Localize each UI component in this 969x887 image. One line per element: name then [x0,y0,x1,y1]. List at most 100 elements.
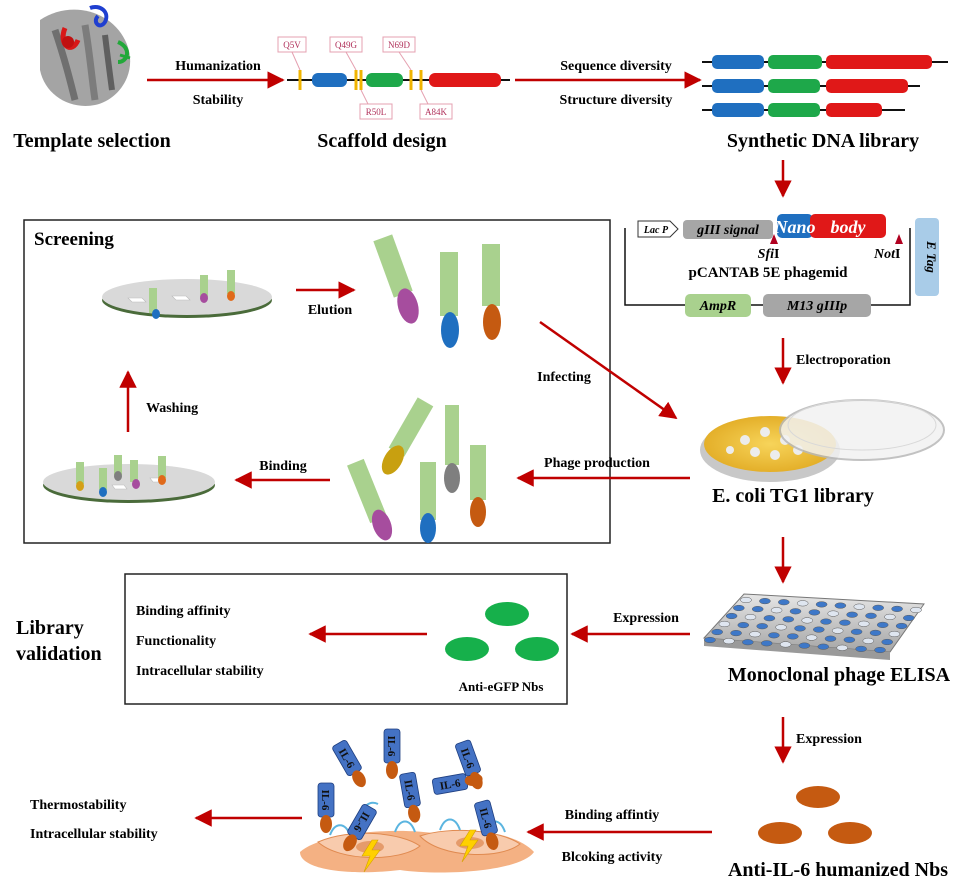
elisa-well [798,642,811,649]
humanization-label: Humanization [175,59,261,74]
elisa-well [779,641,792,648]
elisa-well [805,634,818,641]
elisa-well [813,626,825,633]
elisa-well [737,622,750,629]
binding-label: Binding [259,459,306,474]
elisa-well [865,612,877,619]
dna-library-icon [702,55,948,117]
elisa-well [815,601,828,608]
il6-nanobody-complex: IL-6 [317,782,335,833]
elisa-well [817,643,830,650]
sfi-label: Sfi [758,247,774,262]
elisa-well [874,646,886,654]
anti-egfp-nbs-icon [445,602,559,661]
blocking-activity-label: Blcoking activity [562,850,663,865]
mutation-q5v: Q5V [277,36,307,71]
svg-text:R50L: R50L [366,107,387,117]
eluted-phages [373,234,501,348]
svg-text:Q5V: Q5V [283,40,301,50]
elisa-well [808,609,821,616]
structure-diversity-label: Structure diversity [560,93,673,108]
elisa-well [718,620,731,628]
anti-il6-nanobody [485,832,499,851]
anti-il6-nanobody [320,815,332,833]
mutation-a84k: A84K [419,89,453,120]
elisa-well [763,615,776,622]
elisa-well [749,631,761,638]
elisa-well [796,600,809,607]
svg-text:Q49G: Q49G [335,40,357,50]
validation-box [124,573,568,705]
il6-nanobody-complex: IL-6 [399,771,421,823]
binding-affinity-label: Binding affintiy [565,808,660,823]
m13-label: M13 gIIIp [786,299,847,314]
anti-il6-nanobody [469,771,483,790]
il6-nanobody-complex: IL-6 [383,728,401,779]
il6-tag-label: IL-6 [439,777,462,793]
elisa-well [910,606,922,614]
validation-item-intracellular-stability: Intracellular stability [136,664,264,679]
elisa-well [775,624,787,631]
elisa-well [704,636,716,644]
elisa-well [740,596,752,604]
not-label: Not [873,247,896,262]
anti-il6-nanobody [408,804,421,823]
washing-label: Washing [146,401,198,416]
thermostability-label: Thermostability [30,798,126,813]
elisa-well [876,621,889,628]
elisa-well [789,608,802,615]
elisa-well [891,605,903,612]
elisa-well [839,619,851,626]
il6-tag-label: IL-6 [477,807,494,831]
elisa-well [869,629,882,636]
elisa-well [787,633,799,640]
anti-il6-nanobody [386,761,398,779]
elisa-well [742,639,754,646]
anti-il6-nbs-label: Anti-IL-6 humanized Nbs [728,859,948,881]
phage-production-label: Phage production [544,456,650,471]
plate-top [102,270,272,319]
il6-nanobody-complex: IL-6 [474,799,499,851]
elisa-well [846,611,858,618]
sfi-suffix: I [774,247,779,262]
elisa-well [855,645,867,652]
elisa-well [756,623,768,630]
template-selection-label: Template selection [13,130,171,152]
synthetic-dna-library-label: Synthetic DNA library [727,130,919,152]
anti-il6-nanobody [352,770,366,788]
elisa-well [725,612,738,620]
scaffold-design-label: Scaffold design [317,130,446,152]
lightning-icon [361,829,479,873]
elisa-well [836,644,848,651]
elisa-well [888,630,901,638]
petri-dish-icon [700,399,945,482]
anti-egfp-nbs-label: Anti-eGFP Nbs [459,679,544,694]
elisa-well [843,636,856,643]
elisa-well [801,617,813,624]
elisa-well [872,604,884,611]
sequence-diversity-label: Sequence diversity [560,59,672,74]
mutation-q49g: Q49G [329,36,363,71]
elisa-well [778,599,790,606]
ampr-label: AmpR [699,299,737,314]
produced-phages [347,397,486,543]
il6-tag-label: IL-6 [319,790,331,811]
elisa-well [770,607,783,614]
phagemid-name: pCANTAB 5E phagemid [689,265,849,281]
validation-item-functionality: Functionality [136,634,216,649]
elisa-well [751,606,764,613]
elisa-well [794,625,806,632]
screening-title: Screening [34,229,114,250]
elisa-label: Monoclonal phage ELISA [728,664,951,686]
elisa-well [723,638,735,645]
elisa-well [853,603,866,610]
elisa-well [895,622,908,630]
elisa-plate-icon [702,593,925,660]
expression-label-1: Expression [613,611,679,626]
elisa-well [881,638,893,646]
svg-text:A84K: A84K [425,107,447,117]
library-validation-title-1: Library [16,617,84,639]
il6-nanobody-complex: IL-6 [332,739,366,788]
elisa-well [782,616,795,623]
